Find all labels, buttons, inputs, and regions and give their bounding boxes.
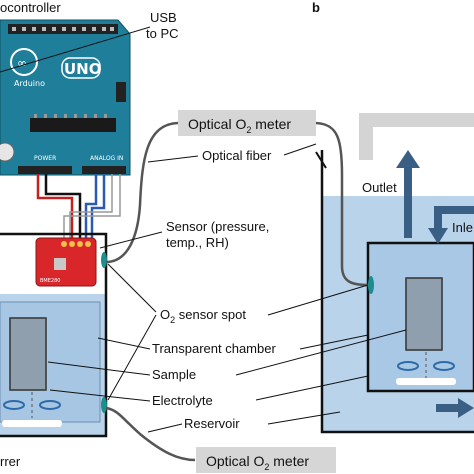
sensor-label-line1: Sensor (pressure,	[166, 219, 269, 234]
svg-text:Optical O2 meter: Optical O2 meter	[206, 453, 309, 472]
outlet-label: Outlet	[362, 180, 397, 195]
outlet-box	[359, 113, 474, 160]
analog-label: ANALOG IN	[90, 155, 123, 162]
optical-o2-meter-top: Optical O2 meter	[178, 110, 316, 136]
sample-label: Sample	[152, 367, 196, 382]
stirrer-b-icon	[397, 352, 455, 386]
sensor-board: BME280	[35, 237, 97, 287]
transparent-chamber-b	[366, 241, 474, 393]
arduino-logo-icon	[10, 48, 38, 76]
sample-a	[9, 317, 47, 391]
o2-sensor-spot-top-a	[101, 252, 107, 268]
sample-b	[405, 277, 443, 351]
o2-sensor-spot-b	[368, 276, 374, 294]
o2-sensor-spot-bottom-a	[101, 397, 107, 413]
power-label: POWER	[34, 155, 56, 162]
optical-fiber-label: Optical fiber	[202, 148, 272, 163]
svg-text:Optical O2 meter: Optical O2 meter	[188, 116, 291, 135]
reservoir-b	[315, 113, 474, 434]
sensor-label-line2: temp., RH)	[166, 235, 229, 250]
optical-fibers	[105, 121, 369, 462]
leader-lines	[47, 143, 407, 433]
svg-text:BME280: BME280	[40, 278, 60, 284]
board-name: UNO	[64, 60, 102, 78]
electrolyte-label: Electrolyte	[152, 393, 213, 408]
svg-text:∞: ∞	[17, 56, 27, 70]
stirrer-label: rrer	[0, 454, 21, 469]
o2-sensor-spot-label: O2 sensor spot	[160, 307, 246, 325]
inlet-label: Inle	[452, 220, 473, 235]
stir-bar-b	[396, 378, 456, 385]
usb-label: USB	[150, 10, 177, 25]
flow-arrow-icon	[458, 398, 474, 418]
board-brand: Arduino	[14, 79, 45, 88]
stirrer-a-icon	[3, 392, 61, 418]
wires	[36, 174, 121, 240]
microchip	[30, 118, 116, 132]
inlet-arrow-icon	[428, 228, 448, 244]
panel-b-label: b	[312, 0, 320, 15]
outlet-arrow-icon	[396, 150, 420, 168]
arduino-board: ∞ UNO Arduino POWER ANALOG IN	[0, 19, 131, 176]
to-pc-label: to PC	[146, 26, 179, 41]
usb-pointer-line	[0, 26, 151, 73]
reservoir-label: Reservoir	[184, 416, 240, 431]
stir-bar-a	[2, 420, 62, 427]
optical-o2-meter-bottom: Optical O2 meter	[196, 447, 336, 473]
reservoir-a	[0, 232, 108, 438]
transparent-chamber-label: Transparent chamber	[152, 341, 276, 356]
microcontroller-label: ocontroller	[0, 0, 61, 15]
